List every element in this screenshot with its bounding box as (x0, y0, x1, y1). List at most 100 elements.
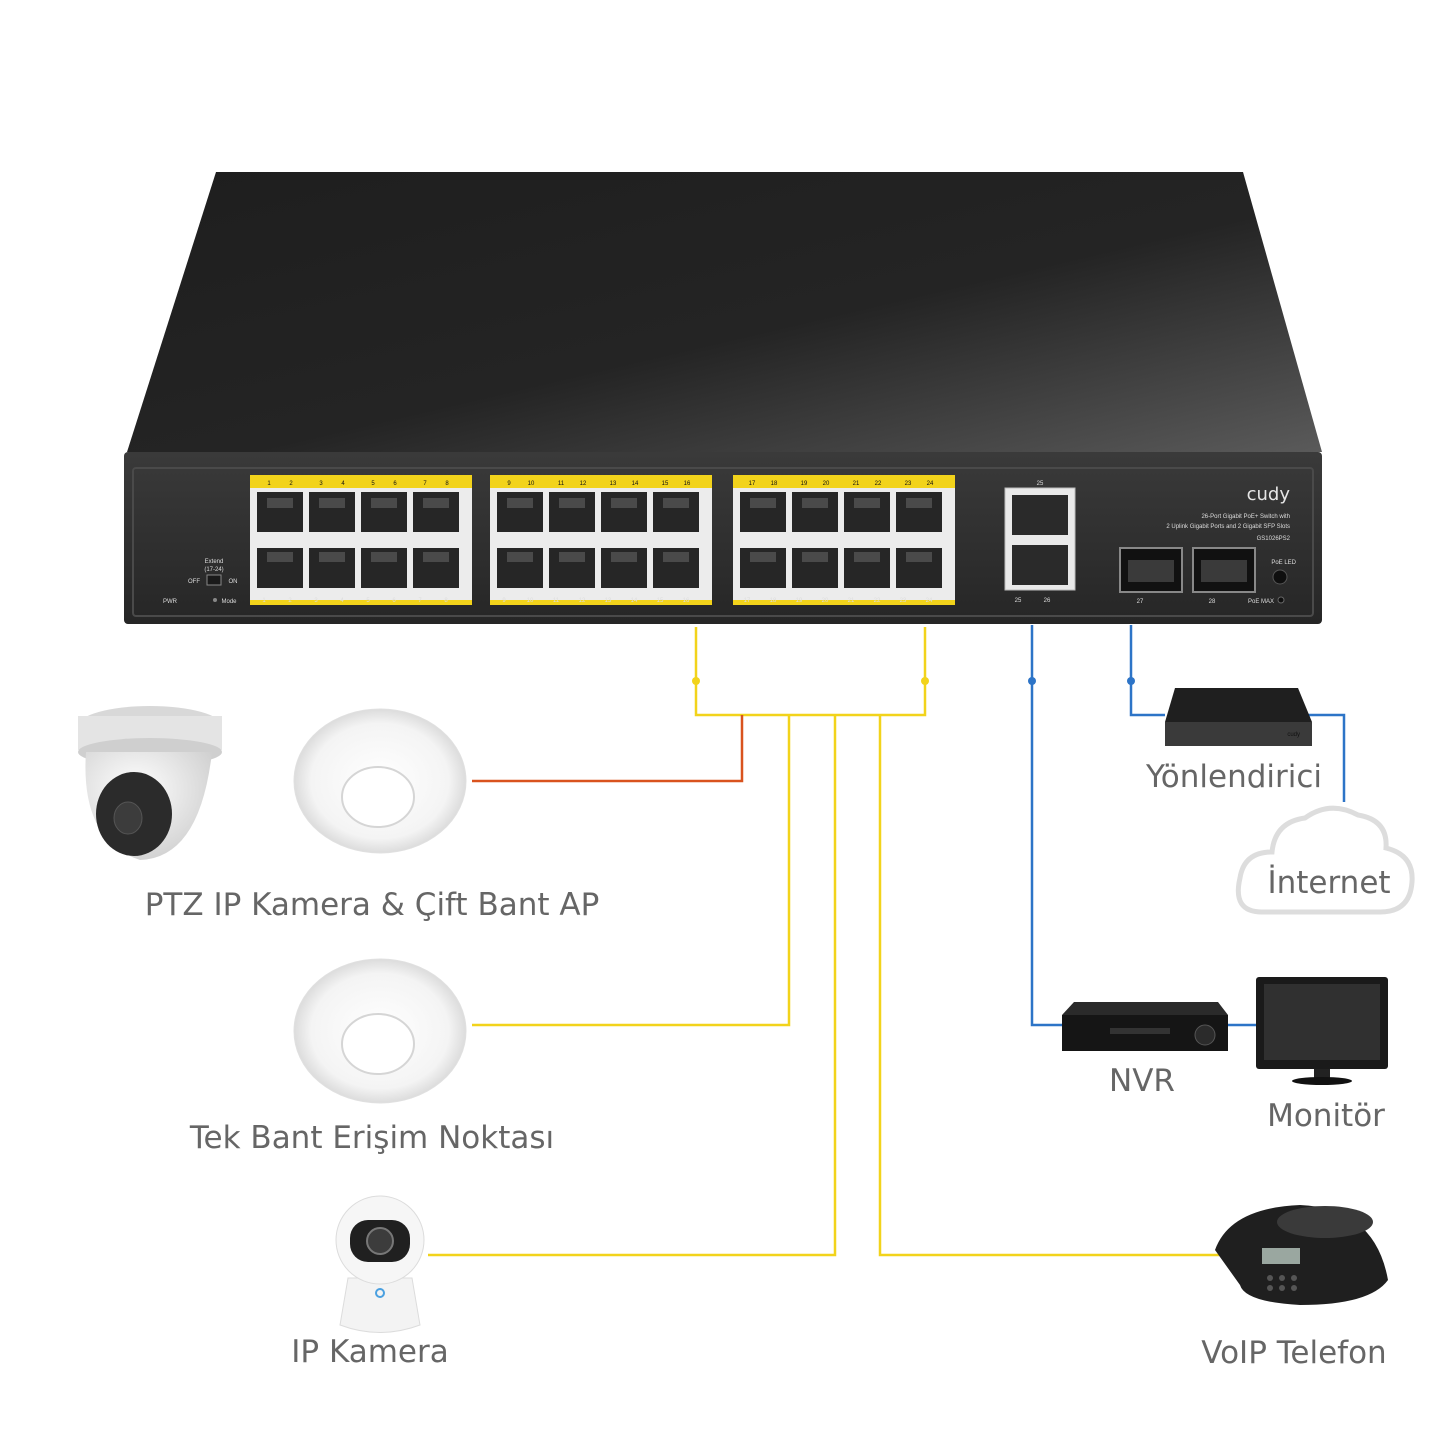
rj45-port-contacts (423, 498, 449, 508)
data-link-router-internet (1306, 713, 1346, 802)
router-label: Yönlendirici (1145, 759, 1322, 795)
port-bottom-label-23: 23 (900, 598, 907, 604)
on-label: ON (229, 579, 238, 585)
port-top-label-13: 13 (610, 481, 617, 487)
port-label-27: 27 (1137, 599, 1144, 605)
rj45-port-contacts (802, 552, 828, 562)
router-brand: cudy (1287, 732, 1300, 738)
mode-label: Mode (221, 599, 237, 605)
rj45-port-contacts (854, 552, 880, 562)
port-bottom-label-16: 16 (683, 598, 690, 604)
poe-led-indicator (1272, 569, 1288, 585)
poe-link-single-band-ap (472, 715, 791, 1027)
port-bottom-label-17: 17 (744, 598, 751, 604)
port-top-label-22: 22 (875, 481, 882, 487)
port-label-26: 26 (1044, 598, 1051, 604)
port-bottom-label-12: 12 (579, 598, 586, 604)
port-bottom-label-13: 13 (605, 598, 612, 604)
port-bottom-label-8: 8 (444, 598, 448, 604)
port-bottom-label-22: 22 (874, 598, 881, 604)
port-label-top-25: 25 (1037, 481, 1044, 487)
port-top-label-3: 3 (319, 481, 323, 487)
internet-label: İnternet (1267, 865, 1390, 901)
off-label: OFF (188, 579, 200, 585)
rj45-port-contacts (371, 552, 397, 562)
port-top-label-24: 24 (927, 481, 934, 487)
rj45-port-contacts (663, 498, 689, 508)
rj45-port-contacts (611, 498, 637, 508)
port-top-label-8: 8 (445, 481, 449, 487)
extend-label: Extend (205, 559, 224, 565)
rj45-port-contacts (750, 552, 776, 562)
port-bottom-label-9: 9 (502, 598, 506, 604)
nvr-icon (1062, 1002, 1228, 1051)
poe-led-label: PoE LED (1271, 560, 1296, 566)
poe-port-label-strip (250, 600, 472, 605)
mode-button[interactable] (213, 598, 217, 602)
rj45-port-contacts (423, 552, 449, 562)
port-top-label-6: 6 (393, 481, 397, 487)
poe-max-label: PoE MAX (1248, 599, 1274, 605)
data-link-router (1129, 625, 1165, 717)
port-top-label-2: 2 (289, 481, 293, 487)
port-top-label-10: 10 (528, 481, 535, 487)
ip-camera-label: IP Kamera (291, 1334, 448, 1370)
port-top-label-18: 18 (771, 481, 778, 487)
port-top-label-17: 17 (749, 481, 756, 487)
rj45-port-contacts (854, 498, 880, 508)
rj45-port-contacts (319, 498, 345, 508)
nvr-label: NVR (1109, 1063, 1175, 1099)
switch-model: GS1026PS2 (1257, 536, 1291, 542)
brand-logo-text: cudy (1247, 484, 1291, 505)
ptz-camera-ap-label: PTZ IP Kamera & Çift Bant AP (145, 887, 600, 923)
port-top-label-20: 20 (823, 481, 830, 487)
rj45-port-contacts (267, 552, 293, 562)
poe-link-ptz-ap (472, 715, 744, 783)
port-top-label-19: 19 (801, 481, 808, 487)
poe-link-ip-camera (428, 715, 837, 1257)
single-band-ap-label: Tek Bant Erişim Noktası (189, 1120, 554, 1156)
rj45-port-contacts (267, 498, 293, 508)
port-bottom-label-2: 2 (288, 598, 292, 604)
port-bottom-label-15: 15 (657, 598, 664, 604)
connection-lines (428, 625, 1346, 1257)
poe-port-label-strip (733, 475, 955, 488)
monitor-icon (1256, 977, 1388, 1085)
port-bottom-label-4: 4 (340, 598, 344, 604)
port-label-28: 28 (1209, 599, 1216, 605)
switch-description-line1: 26-Port Gigabit PoE+ Switch with (1201, 514, 1290, 520)
port-bottom-label-10: 10 (527, 598, 534, 604)
rj45-port-contacts (319, 552, 345, 562)
port-top-label-23: 23 (905, 481, 912, 487)
extend-range-label: (17-24) (204, 567, 223, 573)
port-bottom-label-21: 21 (848, 598, 855, 604)
port-bottom-label-5: 5 (366, 598, 370, 604)
port-bottom-label-19: 19 (796, 598, 803, 604)
port-top-label-12: 12 (580, 481, 587, 487)
uplink-port-26[interactable] (1012, 545, 1068, 585)
rj45-port-contacts (906, 552, 932, 562)
rj45-port-contacts (507, 498, 533, 508)
port-top-label-4: 4 (341, 481, 345, 487)
monitor-label: Monitör (1267, 1098, 1385, 1134)
poe-port-label-strip (733, 600, 955, 605)
single-band-ap-icon (293, 958, 467, 1104)
port-bottom-label-3: 3 (314, 598, 318, 604)
switch-description-line2: 2 Uplink Gigabit Ports and 2 Gigabit SFP… (1166, 524, 1290, 530)
port-top-label-1: 1 (267, 481, 271, 487)
port-bottom-label-1: 1 (262, 598, 266, 604)
poe-port-label-strip (490, 475, 712, 488)
port-bottom-label-14: 14 (631, 598, 638, 604)
switch-top-panel (127, 172, 1322, 452)
uplink-port-25[interactable] (1012, 495, 1068, 535)
poe-port-label-strip (490, 600, 712, 605)
port-top-label-7: 7 (423, 481, 427, 487)
port-bottom-label-20: 20 (822, 598, 829, 604)
internet-cloud-icon (1235, 805, 1415, 915)
pwr-label: PWR (163, 599, 178, 605)
poe-link-bus (694, 627, 927, 717)
rj45-port-contacts (906, 498, 932, 508)
extend-dip-switch[interactable] (206, 574, 222, 586)
port-bottom-label-7: 7 (418, 598, 422, 604)
